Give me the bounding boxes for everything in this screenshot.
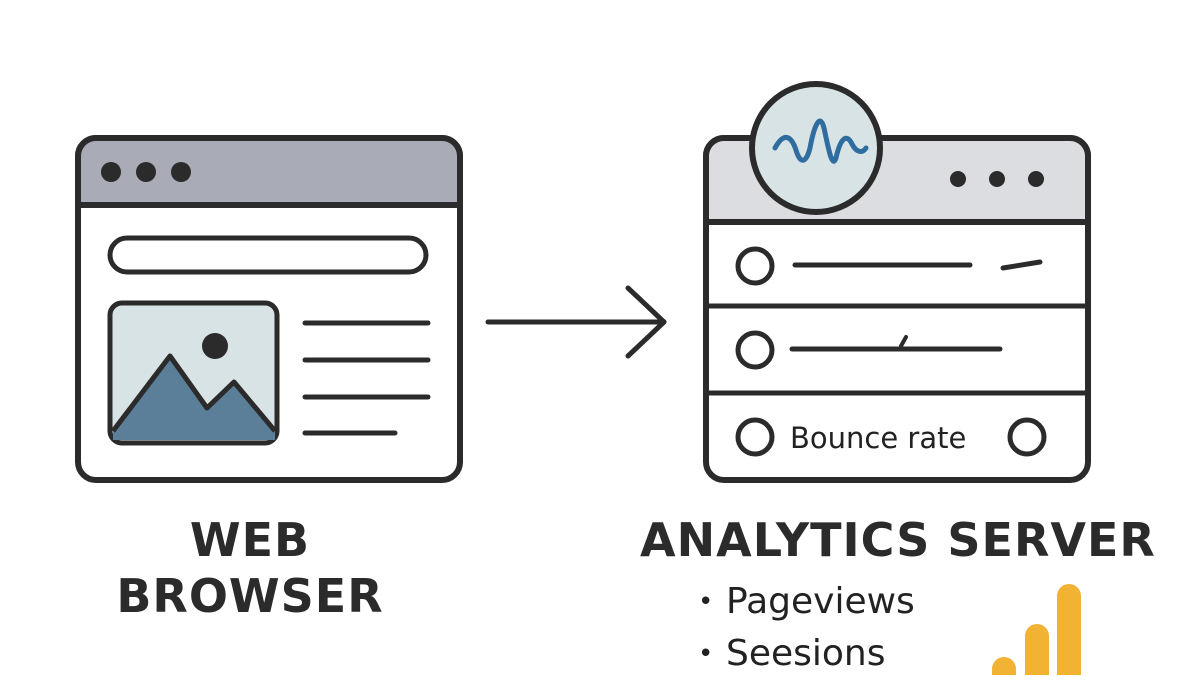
metric-pageviews: Pageviews xyxy=(726,581,915,622)
text-line xyxy=(1000,259,1043,271)
bullet-icon: • xyxy=(698,587,714,617)
radio-circle-icon xyxy=(1007,417,1047,457)
metrics-list: • Pageviews • Seesions xyxy=(698,578,915,682)
window-dot-icon xyxy=(136,162,156,182)
radio-circle-icon xyxy=(735,246,775,286)
radio-circle-icon xyxy=(735,417,775,457)
window-dot-icon xyxy=(1028,171,1044,187)
text-line xyxy=(899,335,908,348)
web-browser-label: WEB BROWSER xyxy=(110,512,390,624)
waveform-icon xyxy=(749,81,883,215)
image-placeholder-icon xyxy=(107,300,280,446)
bar-chart-icon xyxy=(992,584,1081,675)
address-bar[interactable] xyxy=(107,235,429,275)
bar-short xyxy=(992,657,1016,675)
bullet-icon: • xyxy=(698,639,714,669)
browser-window xyxy=(75,135,463,483)
analytics-server-label: ANALYTICS SERVER xyxy=(640,513,1156,567)
metric-item: • Seesions xyxy=(698,630,915,682)
browser-titlebar xyxy=(75,135,463,208)
arrow-right-icon xyxy=(485,285,667,359)
window-dot-icon xyxy=(950,171,966,187)
window-dot-icon xyxy=(171,162,191,182)
window-dot-icon xyxy=(101,162,121,182)
bar-medium xyxy=(1025,624,1049,675)
radio-circle-icon xyxy=(735,330,775,370)
metric-item: • Pageviews xyxy=(698,578,915,630)
web-browser-label-line1: WEB xyxy=(189,513,311,567)
window-dot-icon xyxy=(989,171,1005,187)
metric-sessions: Seesions xyxy=(726,633,886,674)
web-browser-label-line2: BROWSER xyxy=(116,569,384,623)
bounce-rate-label: Bounce rate xyxy=(790,421,967,455)
bar-tall xyxy=(1057,584,1081,675)
